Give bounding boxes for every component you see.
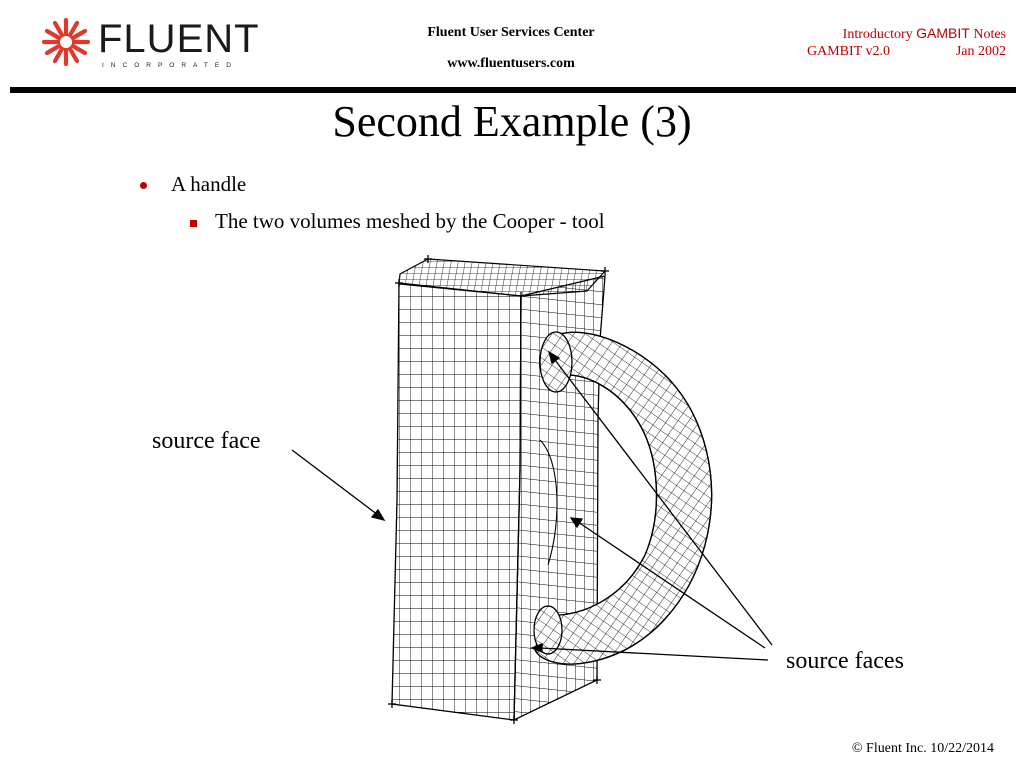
header-center-title: Fluent User Services Center — [427, 25, 595, 40]
bullet-text: A handle — [171, 172, 247, 196]
handle-torus — [533, 331, 713, 665]
starburst-logo-icon — [42, 18, 90, 66]
logo-subtext: INCORPORATED — [102, 62, 238, 69]
logo-wordmark: FLUENT — [98, 17, 260, 61]
header-divider — [10, 87, 1016, 93]
bullet-square-icon — [190, 220, 197, 227]
slide-title: Second Example (3) — [332, 97, 692, 146]
vertex-markers — [388, 255, 609, 724]
header-version: GAMBIT v2.0 — [807, 44, 890, 59]
notes-brand: GAMBIT — [916, 25, 970, 41]
header-notes-title: Introductory GAMBIT Notes — [843, 25, 1006, 43]
source-faces-label: source faces — [786, 648, 904, 674]
notes-prefix: Introductory — [842, 27, 917, 42]
block-side-face — [513, 275, 606, 722]
block-front-face — [391, 282, 522, 721]
header-date: Jan 2002 — [955, 44, 1006, 59]
footer-copyright: © Fluent Inc. 10/22/2014 — [851, 741, 994, 756]
notes-suffix: Notes — [969, 27, 1006, 42]
annotation-arrows — [291, 350, 773, 661]
sub-bullet-text: The two volumes meshed by the Cooper - t… — [215, 209, 605, 233]
header-center-url: www.fluentusers.com — [447, 56, 575, 71]
bullet-dot-icon — [140, 182, 147, 189]
fluent-logo: FLUENT INCORPORATED — [42, 18, 259, 70]
source-face-label: source face — [152, 428, 261, 454]
